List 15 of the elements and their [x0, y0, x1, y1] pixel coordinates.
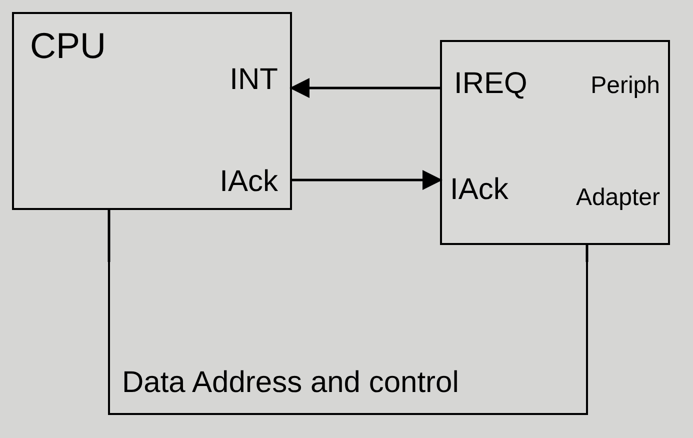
bus-box	[108, 262, 588, 415]
box-label: IAck	[450, 172, 508, 208]
box-label: CPU	[30, 26, 106, 66]
bus-line	[586, 245, 588, 262]
box-label: INT	[230, 62, 278, 98]
component-box	[12, 12, 292, 210]
box-label: Data Address and control	[122, 365, 459, 401]
arrow	[292, 170, 442, 190]
box-label: Periph	[590, 71, 660, 101]
box-label: IAck	[220, 164, 278, 200]
box-label: Adapter	[576, 183, 660, 213]
arrow	[290, 78, 440, 98]
bus-line	[108, 210, 110, 262]
box-label: IREQ	[454, 66, 528, 102]
component-box	[440, 40, 670, 245]
